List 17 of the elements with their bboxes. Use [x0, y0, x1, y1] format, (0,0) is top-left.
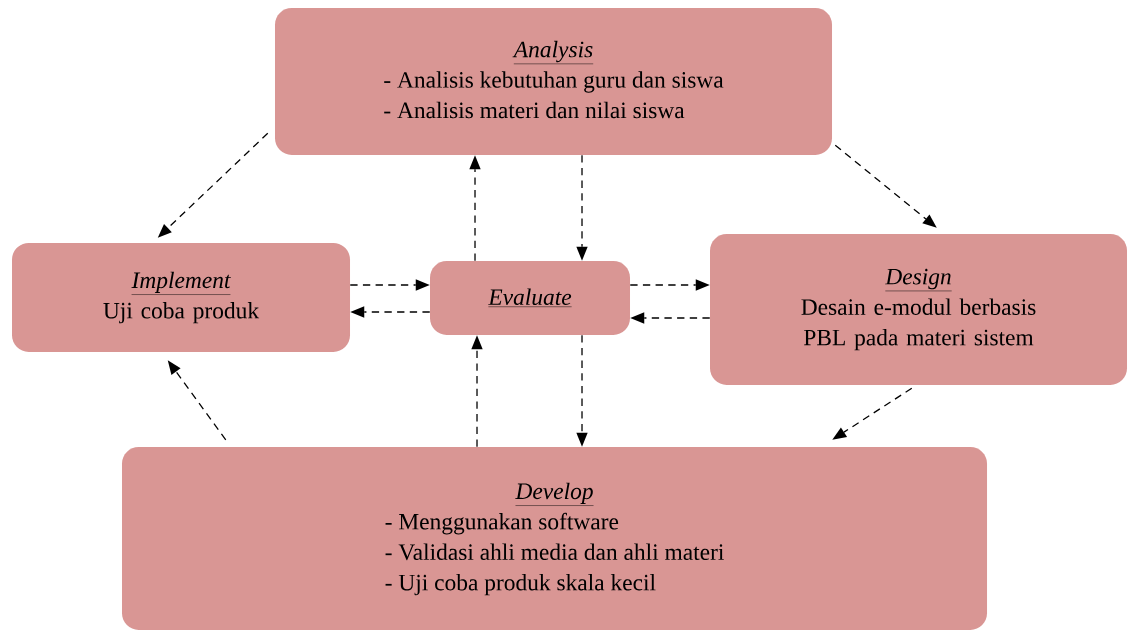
arrow: [832, 387, 913, 440]
arrow: [469, 155, 481, 262]
stage-box: Design Desain e-modul berbasis PBL pada materi sistem: [710, 234, 1127, 385]
stage-box: Analysis - Analisis kebutuhan guru dan siswa - Analisis materi dan nilai siswa: [275, 8, 832, 155]
stage-box: Implement Uji coba produk: [12, 243, 350, 352]
stage-box: Develop - Menggunakan software - Validasi ahli media dan ahli materi - Uji coba produk skala kecil: [122, 447, 988, 630]
arrow: [349, 279, 430, 291]
arrow: [167, 360, 227, 441]
arrow: [471, 335, 483, 448]
arrow: [576, 334, 588, 447]
arrow: [576, 154, 588, 261]
arrow: [834, 144, 937, 228]
arrow: [157, 132, 269, 238]
arrow: [629, 279, 710, 291]
stage-box: Evaluate: [430, 261, 630, 335]
arrow: [350, 306, 431, 318]
arrow: [630, 312, 711, 324]
